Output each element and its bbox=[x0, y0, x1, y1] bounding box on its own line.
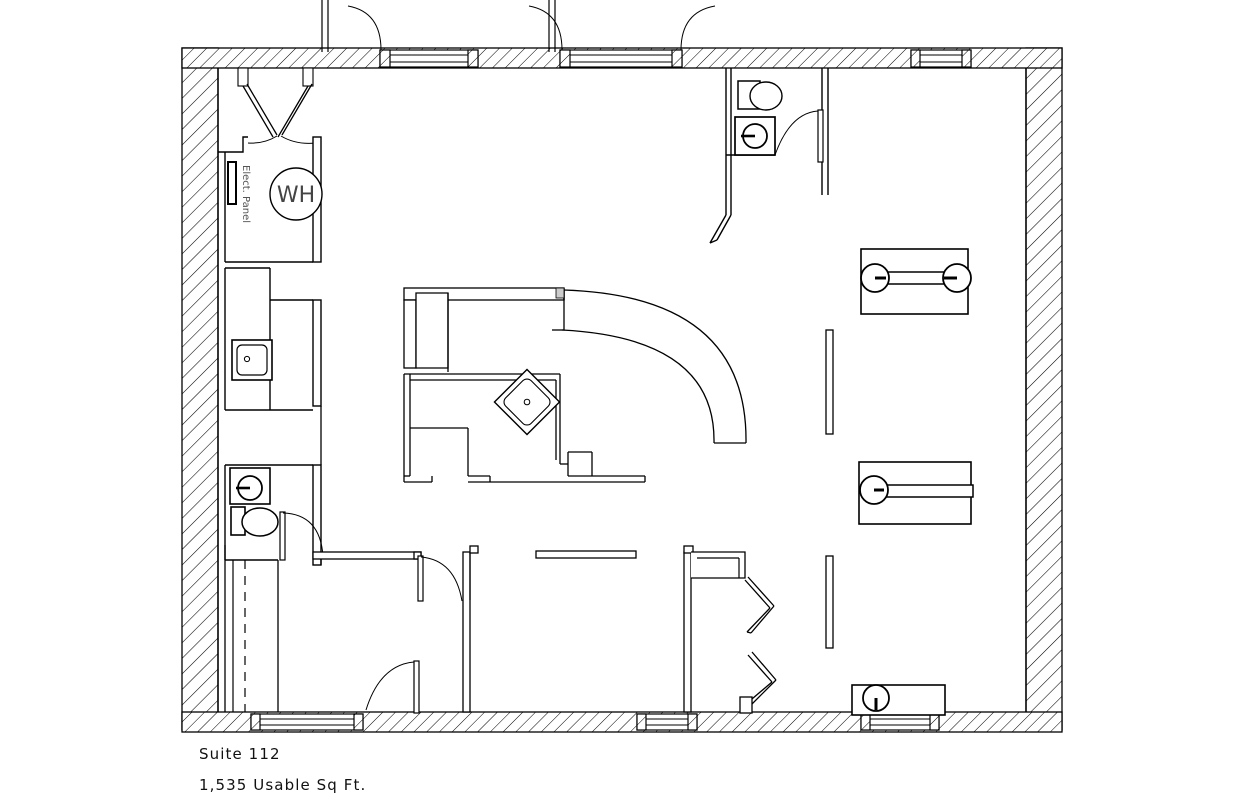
bifold-door-lower[interactable] bbox=[739, 651, 777, 714]
kitchen-wall-right bbox=[312, 299, 322, 407]
door-leaf[interactable] bbox=[413, 660, 420, 714]
lavatory-left bbox=[229, 467, 271, 505]
lavatory-top-right bbox=[734, 116, 776, 156]
toilet-top-right bbox=[737, 80, 783, 111]
restroom-tr-door-leaf[interactable] bbox=[817, 109, 824, 163]
restroom-left bbox=[224, 464, 322, 566]
window-top-2 bbox=[559, 49, 683, 68]
kitchen-sink bbox=[231, 339, 273, 381]
exterior-wall-right bbox=[1025, 47, 1063, 731]
fin-lower-center bbox=[535, 550, 637, 559]
door-arc bbox=[420, 556, 463, 602]
closet-head-wall bbox=[691, 551, 746, 579]
desk-surface bbox=[880, 484, 974, 498]
wall-lower-left-horiz bbox=[312, 551, 422, 560]
wall-cap-center-right bbox=[683, 545, 694, 554]
diamond-sink bbox=[493, 368, 561, 436]
top-door-swings bbox=[321, 0, 716, 52]
door-arc-top-3 bbox=[680, 5, 716, 51]
restroom-left-door-leaf[interactable] bbox=[279, 511, 286, 561]
toilet-left bbox=[230, 506, 279, 537]
reception-counter bbox=[403, 287, 565, 372]
fin-upper-right bbox=[825, 329, 834, 435]
door-jamb-right bbox=[302, 67, 314, 87]
exterior-wall-bottom bbox=[181, 711, 1063, 733]
utility-wall-jog bbox=[218, 136, 248, 153]
workstation-right-2 bbox=[858, 461, 974, 525]
elect-panel-label: Elect. Panel bbox=[240, 165, 251, 223]
window-top-3 bbox=[910, 49, 972, 68]
restroom-tr-tail-a bbox=[709, 214, 727, 244]
door-arc bbox=[365, 661, 415, 711]
partition-fins bbox=[535, 329, 834, 649]
entry-double-doors[interactable] bbox=[237, 67, 317, 144]
exterior-wall-left bbox=[181, 47, 219, 731]
counter-island bbox=[403, 373, 646, 483]
restroom-tr-tail-cap bbox=[709, 239, 718, 244]
lower-door-swings[interactable] bbox=[365, 555, 463, 714]
lower-interior-walls bbox=[312, 545, 746, 713]
electrical-panel: Elect. Panel bbox=[227, 161, 251, 223]
desk-surface bbox=[883, 271, 945, 285]
water-heater-label: WH bbox=[277, 183, 315, 208]
window-openings bbox=[250, 49, 972, 731]
window-bottom-1 bbox=[250, 713, 364, 731]
door-leaf[interactable] bbox=[417, 555, 424, 602]
workstation-right-1 bbox=[860, 248, 972, 315]
workstation-bottom-right bbox=[851, 684, 946, 716]
door-lower-left[interactable] bbox=[417, 555, 463, 602]
caption-area-label: 1,535 Usable Sq Ft. bbox=[199, 776, 367, 794]
fin-lower-right bbox=[825, 555, 834, 649]
window-top-1 bbox=[379, 49, 479, 68]
door-lower-left-2[interactable] bbox=[365, 660, 420, 714]
window-bottom-3 bbox=[860, 713, 940, 731]
wall-vert-center-right bbox=[683, 551, 692, 713]
door-arc-top-2 bbox=[528, 5, 563, 51]
restroom-tr-door[interactable] bbox=[774, 109, 824, 163]
bifold-door-upper[interactable] bbox=[744, 576, 775, 634]
bifold-closet-doors[interactable] bbox=[739, 576, 777, 714]
wall-vert-center-left bbox=[462, 551, 471, 713]
window-bottom-2 bbox=[636, 713, 698, 731]
door-arc-top-1 bbox=[347, 5, 382, 51]
restroom-left-door[interactable] bbox=[279, 511, 324, 561]
restroom-left-door-arc bbox=[282, 512, 324, 557]
entry-door-leaf-left[interactable] bbox=[242, 83, 278, 144]
restroom-tr-door-arc bbox=[774, 110, 819, 156]
door-jamb-left bbox=[237, 67, 249, 87]
restroom-tr-tail-b bbox=[716, 214, 732, 241]
caption-suite-label: Suite 112 bbox=[199, 745, 281, 763]
curved-counter bbox=[552, 287, 747, 444]
restroom-left-wall-right bbox=[312, 464, 322, 566]
water-heater: WH bbox=[269, 167, 323, 221]
wall-cap-center-left bbox=[469, 545, 479, 554]
